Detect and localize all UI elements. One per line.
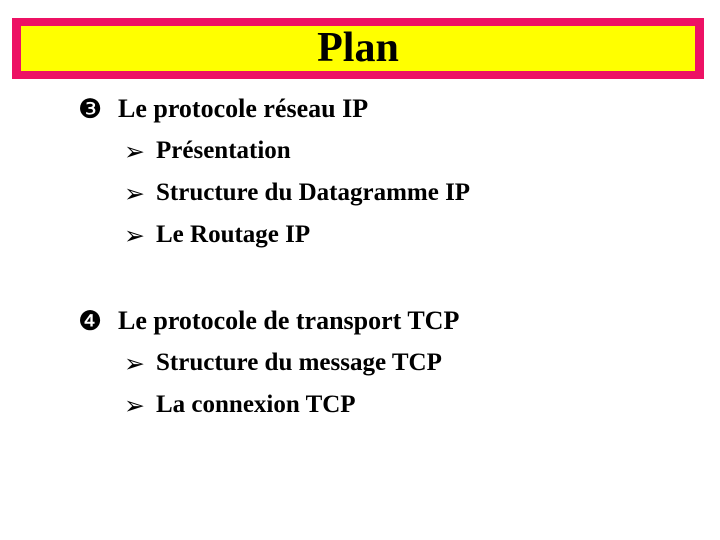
outline-item-row: ➢ Structure du message TCP xyxy=(0,349,720,391)
arrowhead-bullet-icon: ➢ xyxy=(124,391,145,420)
arrowhead-bullet-icon: ➢ xyxy=(124,349,145,378)
outline-item-row: ➢ Le Routage IP xyxy=(0,221,720,263)
arrowhead-bullet-icon: ➢ xyxy=(124,137,145,166)
slide-outline: ❸ Le protocole réseau IP ➢ Présentation … xyxy=(0,95,720,433)
outline-item-label: Le Routage IP xyxy=(156,221,311,248)
outline-item-row: ➢ Structure du Datagramme IP xyxy=(0,179,720,221)
outline-item-row: ➢ Présentation xyxy=(0,137,720,179)
page-title: Plan xyxy=(317,24,399,71)
outline-heading-row: ❹ Le protocole de transport TCP xyxy=(0,307,720,349)
slide-title-banner-inner: Plan xyxy=(20,25,696,72)
outline-item-label: La connexion TCP xyxy=(156,391,356,418)
outline-heading-label: Le protocole réseau IP xyxy=(118,94,369,123)
outline-item-label: Présentation xyxy=(156,137,291,164)
arrowhead-bullet-icon: ➢ xyxy=(124,221,145,250)
circled-number-3-icon: ❸ xyxy=(78,94,103,125)
outline-item-label: Structure du message TCP xyxy=(156,349,442,376)
outline-group: ❸ Le protocole réseau IP ➢ Présentation … xyxy=(0,95,720,263)
slide-title-banner: Plan xyxy=(12,18,704,79)
outline-heading-row: ❸ Le protocole réseau IP xyxy=(0,95,720,137)
outline-group-spacer xyxy=(0,263,720,307)
outline-heading-label: Le protocole de transport TCP xyxy=(118,306,460,335)
circled-number-4-icon: ❹ xyxy=(78,306,103,337)
arrowhead-bullet-icon: ➢ xyxy=(124,179,145,208)
outline-item-label: Structure du Datagramme IP xyxy=(156,179,471,206)
outline-group: ❹ Le protocole de transport TCP ➢ Struct… xyxy=(0,307,720,433)
outline-item-row: ➢ La connexion TCP xyxy=(0,391,720,433)
